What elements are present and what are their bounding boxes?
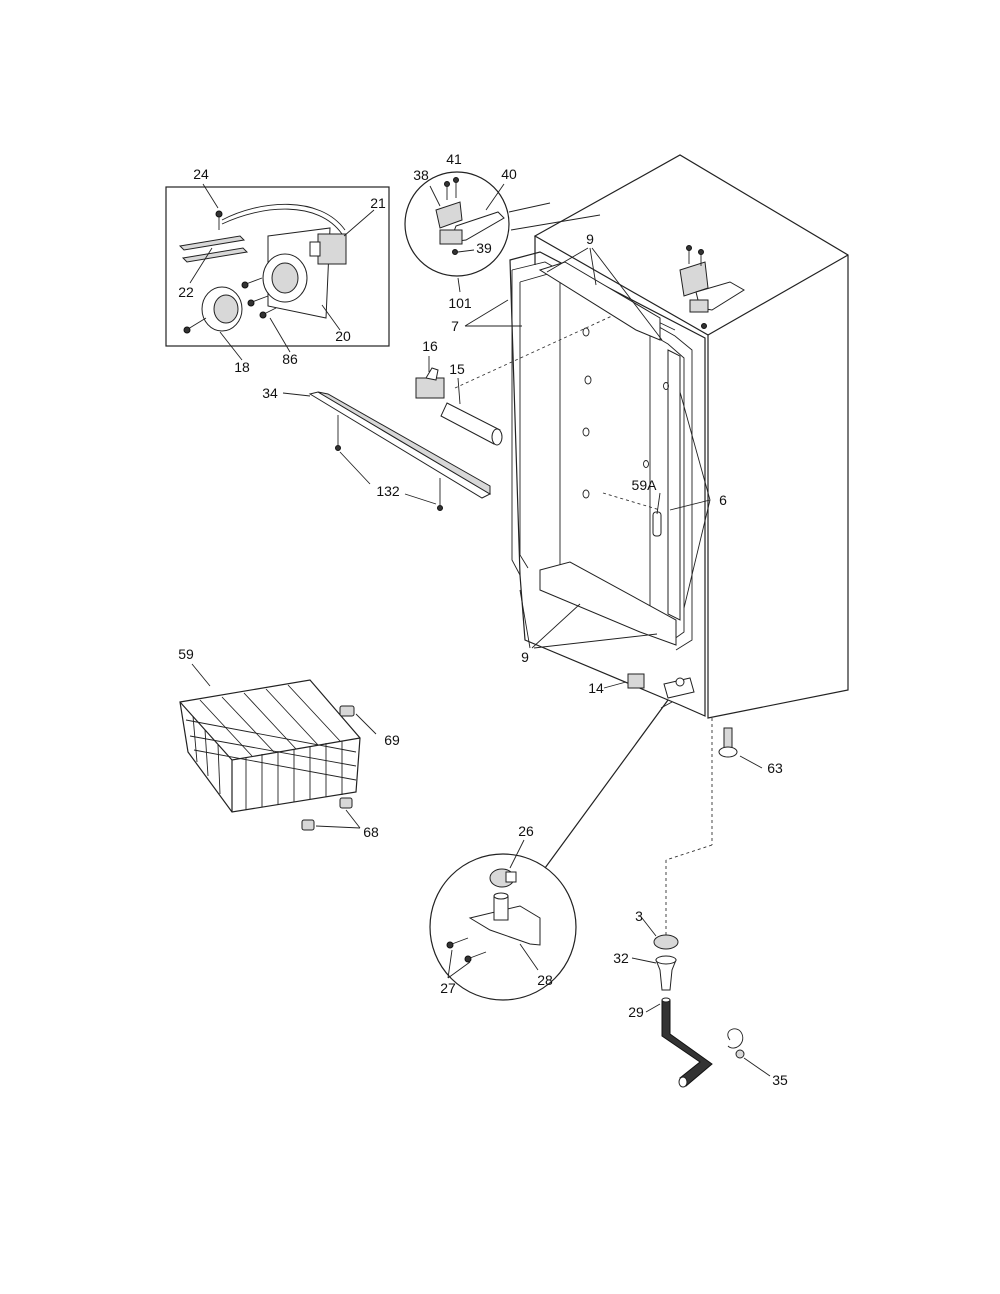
label-29: 29 xyxy=(628,1004,644,1020)
label-16: 16 xyxy=(422,338,438,354)
bottom-breaker-9 xyxy=(539,561,677,646)
detail-leader-line xyxy=(544,699,669,869)
label-18: 18 xyxy=(234,359,250,375)
fan-motor-21 xyxy=(317,233,347,265)
bottom-hinge-detail-inset: 26 28 27 xyxy=(429,823,577,1001)
mounting-strip-22-lower xyxy=(181,247,249,263)
washer-39 xyxy=(452,249,458,255)
label-22: 22 xyxy=(178,284,194,300)
capillary-tube-15 xyxy=(440,402,501,445)
inset-frame xyxy=(165,186,390,347)
leveling-leg-63: 63 xyxy=(718,727,783,776)
label-26: 26 xyxy=(518,823,534,839)
wire-harness xyxy=(221,203,346,231)
clip-69 xyxy=(339,705,355,717)
switch-14 xyxy=(627,673,645,689)
top-hinge-inset: 41 38 40 39 101 xyxy=(404,151,601,311)
shelf-bracket-assembly: 34 132 xyxy=(262,385,492,511)
label-38: 38 xyxy=(413,167,429,183)
label-24: 24 xyxy=(193,166,209,182)
label-9-top: 9 xyxy=(586,231,594,247)
label-14: 14 xyxy=(588,680,604,696)
gasket-outer xyxy=(511,261,693,651)
label-27: 27 xyxy=(440,980,456,996)
drain-hose-29 xyxy=(661,999,713,1087)
wire-basket-assembly: 59 69 68 xyxy=(178,646,400,840)
bracket-34 xyxy=(308,391,492,499)
label-59a: 59A xyxy=(632,477,658,493)
screw-27-upper xyxy=(451,937,469,945)
label-59: 59 xyxy=(178,646,194,662)
thermostat-16 xyxy=(415,377,445,399)
basket-wires xyxy=(185,684,357,810)
label-32: 32 xyxy=(613,950,629,966)
liner-holes xyxy=(582,327,669,499)
label-15: 15 xyxy=(449,361,465,377)
bottom-hinge-inset-circle xyxy=(429,853,577,1001)
wire-basket-59 xyxy=(179,679,361,813)
label-132: 132 xyxy=(376,483,400,499)
label-39: 39 xyxy=(476,240,492,256)
drain-assembly: 3 32 29 35 xyxy=(613,908,788,1088)
label-40: 40 xyxy=(501,166,517,182)
light-switch-59a xyxy=(652,511,662,537)
mounting-strip-22-upper xyxy=(178,235,246,251)
hinge-bracket-28 xyxy=(468,905,541,946)
label-69: 69 xyxy=(384,732,400,748)
top-breaker-9 xyxy=(538,261,661,341)
clip-68-right xyxy=(339,797,353,809)
label-3: 3 xyxy=(635,908,643,924)
label-21: 21 xyxy=(370,195,386,211)
hose-clamp-35 xyxy=(727,1028,744,1049)
label-6: 6 xyxy=(719,492,727,508)
thermostat-assembly: 16 15 xyxy=(415,338,503,446)
label-9-bottom: 9 xyxy=(521,649,529,665)
label-35: 35 xyxy=(772,1072,788,1088)
cabinet-top-hinge xyxy=(679,245,745,329)
clip-68-left xyxy=(301,819,315,831)
gasket-inner xyxy=(519,273,685,643)
screw-24 xyxy=(215,210,223,218)
cabinet: 9 7 59A 6 9 xyxy=(451,154,849,935)
label-34: 34 xyxy=(262,385,278,401)
label-86: 86 xyxy=(282,351,298,367)
hinge-plate-38 xyxy=(435,201,463,229)
label-101: 101 xyxy=(448,295,472,311)
fan-motor-inset: 24 21 22 20 18 86 xyxy=(165,166,390,375)
label-41: 41 xyxy=(446,151,462,167)
screws-86 xyxy=(241,277,277,319)
cabinet-outer-shell xyxy=(533,154,849,719)
bottom-hinge-assembly: 14 xyxy=(544,673,695,869)
side-breaker-6 xyxy=(667,349,681,621)
label-20: 20 xyxy=(335,328,351,344)
label-68: 68 xyxy=(363,824,379,840)
hinge-inset-circle xyxy=(404,171,510,277)
drain-plug-3 xyxy=(653,934,679,950)
label-28: 28 xyxy=(537,972,553,988)
label-63: 63 xyxy=(767,760,783,776)
label-7: 7 xyxy=(451,318,459,334)
screw-27-lower xyxy=(469,951,487,959)
